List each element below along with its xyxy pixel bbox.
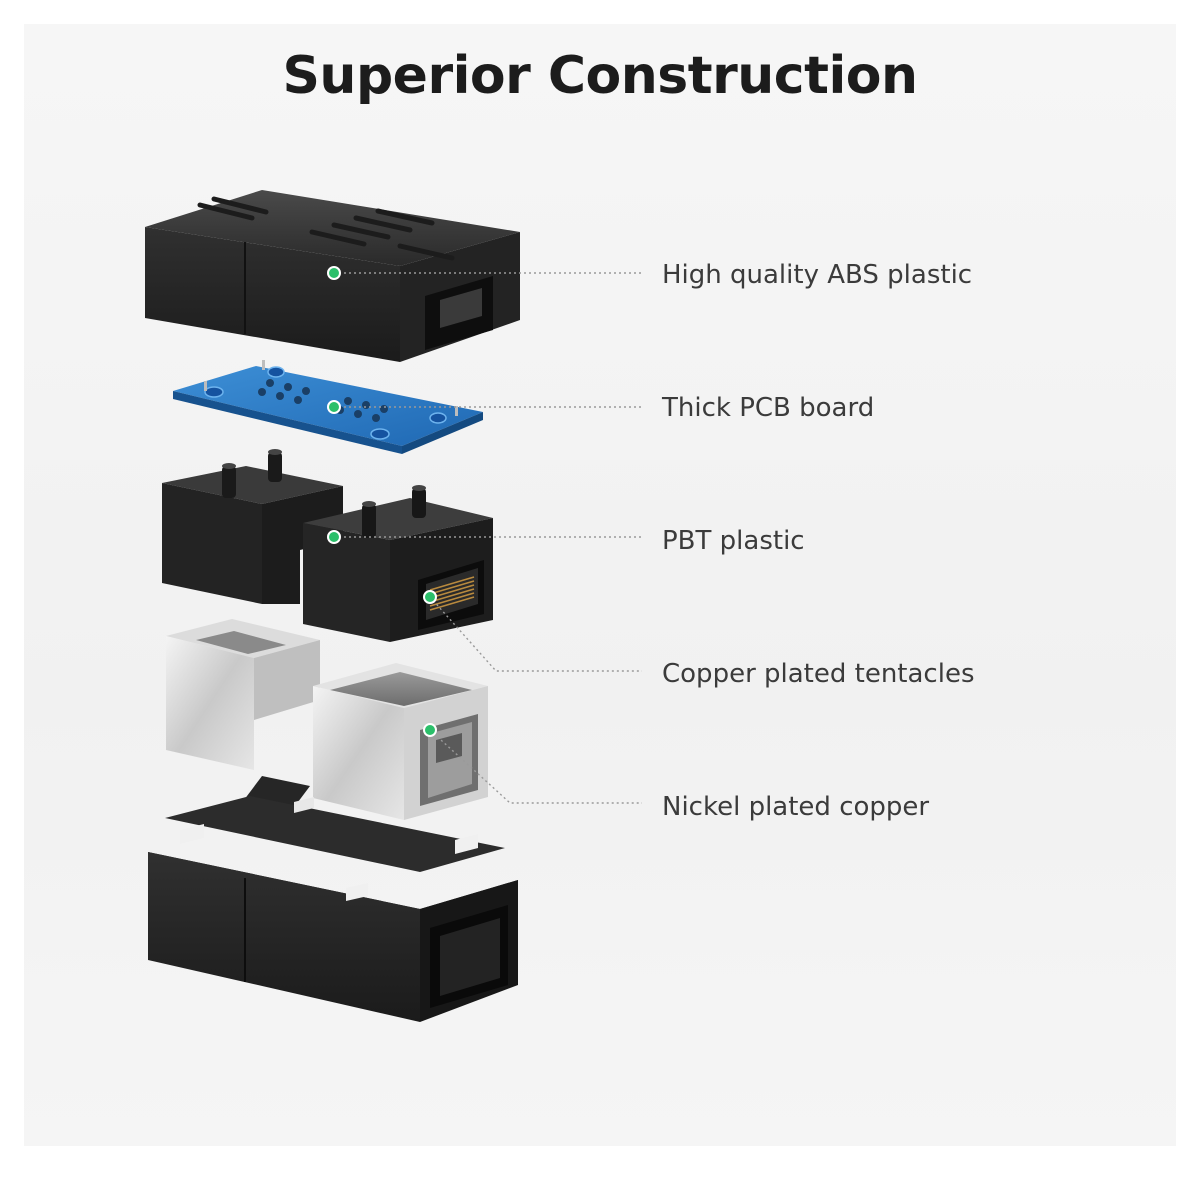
callout-dot [327, 530, 341, 544]
label-pcb-board: Thick PCB board [662, 393, 875, 423]
callout-dot [423, 590, 437, 604]
callout-dots [327, 266, 437, 737]
label-copper-tentacles: Copper plated tentacles [662, 659, 975, 689]
page-title: Superior Construction [282, 46, 918, 106]
callout-dot [423, 723, 437, 737]
abs-plastic-shell-top [145, 190, 520, 362]
label-abs-plastic: High quality ABS plastic [662, 260, 973, 290]
label-pbt-plastic: PBT plastic [662, 526, 805, 556]
callout-dot [327, 400, 341, 414]
abs-plastic-shell-bottom [148, 776, 518, 1022]
label-nickel-copper: Nickel plated copper [662, 792, 930, 822]
nickel-shield [166, 619, 488, 820]
callout-dot [327, 266, 341, 280]
leader-lines [334, 272, 642, 804]
pbt-plastic-jacks [162, 449, 493, 642]
